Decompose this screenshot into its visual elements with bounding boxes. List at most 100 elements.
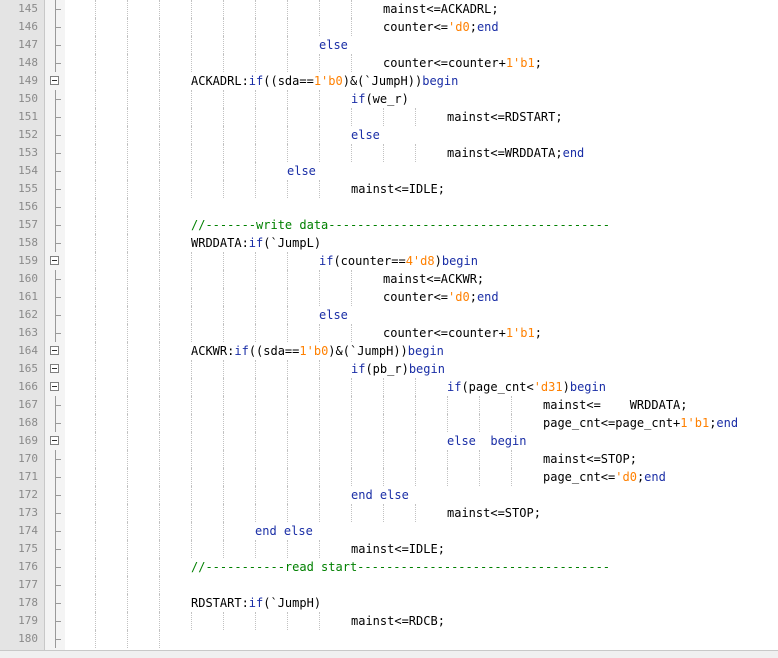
indent-guide [95, 126, 96, 144]
fold-toggle-icon[interactable] [50, 76, 59, 85]
code-token: (we_r) [365, 92, 409, 106]
indent-guide [351, 414, 352, 432]
indent-guide [319, 144, 320, 162]
fold-end-tick [55, 549, 61, 550]
line-number: 175 [18, 542, 38, 555]
line-number: 170 [18, 452, 38, 465]
indent-guide [287, 144, 288, 162]
indent-guide [255, 360, 256, 378]
fold-toggle-icon[interactable] [50, 256, 59, 265]
code-line[interactable]: mainst<=IDLE; [351, 540, 445, 558]
code-line[interactable]: mainst<= WRDDATA; [543, 396, 688, 414]
indent-guide [511, 396, 512, 414]
line-number: 146 [18, 20, 38, 33]
indent-guide [287, 414, 288, 432]
code-line[interactable]: mainst<=RDCB; [351, 612, 445, 630]
indent-guide [191, 612, 192, 630]
code-line[interactable]: mainst<=RDSTART; [447, 108, 563, 126]
indent-guide [255, 180, 256, 198]
indent-guide [159, 216, 160, 234]
code-line[interactable]: end else [351, 486, 409, 504]
fold-end-tick [55, 603, 61, 604]
code-line[interactable]: counter<='d0;end [383, 18, 499, 36]
number-literal: 1'b1 [505, 326, 535, 340]
indent-guide [287, 396, 288, 414]
indent-guide [319, 504, 320, 522]
indent-guide [319, 54, 320, 72]
code-line[interactable]: counter<=counter+1'b1; [383, 54, 542, 72]
code-line[interactable]: else [319, 306, 348, 324]
code-line[interactable]: mainst<=ACKWR; [383, 270, 484, 288]
indent-guide [159, 342, 160, 360]
indent-guide [255, 36, 256, 54]
indent-guide [191, 180, 192, 198]
code-line[interactable]: mainst<=WRDDATA;end [447, 144, 584, 162]
indent-guide [223, 36, 224, 54]
indent-guide [159, 360, 160, 378]
indent-guide [159, 612, 160, 630]
code-line[interactable]: else begin [447, 432, 526, 450]
fold-toggle-icon[interactable] [50, 364, 59, 373]
code-line[interactable]: //-----------read start-----------------… [191, 558, 610, 576]
indent-guide [191, 504, 192, 522]
indent-guide [287, 90, 288, 108]
indent-guide [255, 288, 256, 306]
indent-guide [127, 378, 128, 396]
indent-guide [95, 342, 96, 360]
indent-guide [383, 450, 384, 468]
line-number: 173 [18, 506, 38, 519]
fold-end-tick [55, 567, 61, 568]
code-line[interactable]: page_cnt<=page_cnt+1'b1;end [543, 414, 738, 432]
indent-guide [95, 522, 96, 540]
indent-guide [287, 126, 288, 144]
code-line[interactable]: counter<='d0;end [383, 288, 499, 306]
indent-guide [191, 144, 192, 162]
indent-guide [127, 468, 128, 486]
keyword-token: if [248, 236, 264, 250]
code-line[interactable]: if(we_r) [351, 90, 409, 108]
code-token: RDSTART: [191, 596, 249, 610]
indent-guide [95, 306, 96, 324]
line-number: 148 [18, 56, 38, 69]
code-line[interactable]: counter<=counter+1'b1; [383, 324, 542, 342]
indent-guide [287, 504, 288, 522]
line-number: 158 [18, 236, 38, 249]
code-line[interactable]: WRDDATA:if(`JumpL) [191, 234, 321, 252]
code-line[interactable]: RDSTART:if(`JumpH) [191, 594, 321, 612]
code-line[interactable]: ACKADRL:if((sda==1'b0)&(`JumpH))begin [191, 72, 458, 90]
code-line[interactable]: ACKWR:if((sda==1'b0)&(`JumpH))begin [191, 342, 444, 360]
code-line[interactable]: if(pb_r)begin [351, 360, 445, 378]
code-token: (`JumpH) [263, 596, 322, 610]
code-line[interactable]: else [287, 162, 316, 180]
code-line[interactable]: mainst<=IDLE; [351, 180, 445, 198]
code-line[interactable]: end else [255, 522, 313, 540]
indent-guide [95, 18, 96, 36]
indent-guide [159, 306, 160, 324]
code-line[interactable]: else [351, 126, 380, 144]
fold-toggle-icon[interactable] [50, 382, 59, 391]
code-line[interactable]: if(page_cnt<'d31)begin [447, 378, 606, 396]
indent-guide [159, 378, 160, 396]
code-line[interactable]: if(counter==4'd8)begin [319, 252, 478, 270]
horizontal-scrollbar[interactable] [0, 650, 778, 658]
fold-toggle-icon[interactable] [50, 346, 59, 355]
indent-guide [127, 612, 128, 630]
code-line[interactable]: page_cnt<='d0;end [543, 468, 666, 486]
code-line[interactable]: mainst<=STOP; [447, 504, 541, 522]
indent-guide [95, 612, 96, 630]
indent-guide [415, 504, 416, 522]
fold-toggle-icon[interactable] [50, 436, 59, 445]
indent-guide [127, 72, 128, 90]
indent-guide [447, 414, 448, 432]
indent-guide [255, 468, 256, 486]
code-line[interactable]: mainst<=ACKADRL; [383, 0, 499, 18]
code-line[interactable]: else [319, 36, 348, 54]
fold-end-tick [55, 45, 61, 46]
number-literal: 4'd8 [405, 254, 435, 268]
keyword-token: if [234, 344, 249, 358]
line-number: 160 [18, 272, 38, 285]
code-line[interactable]: //-------write data---------------------… [191, 216, 610, 234]
code-token [476, 434, 490, 448]
code-line[interactable]: mainst<=STOP; [543, 450, 637, 468]
